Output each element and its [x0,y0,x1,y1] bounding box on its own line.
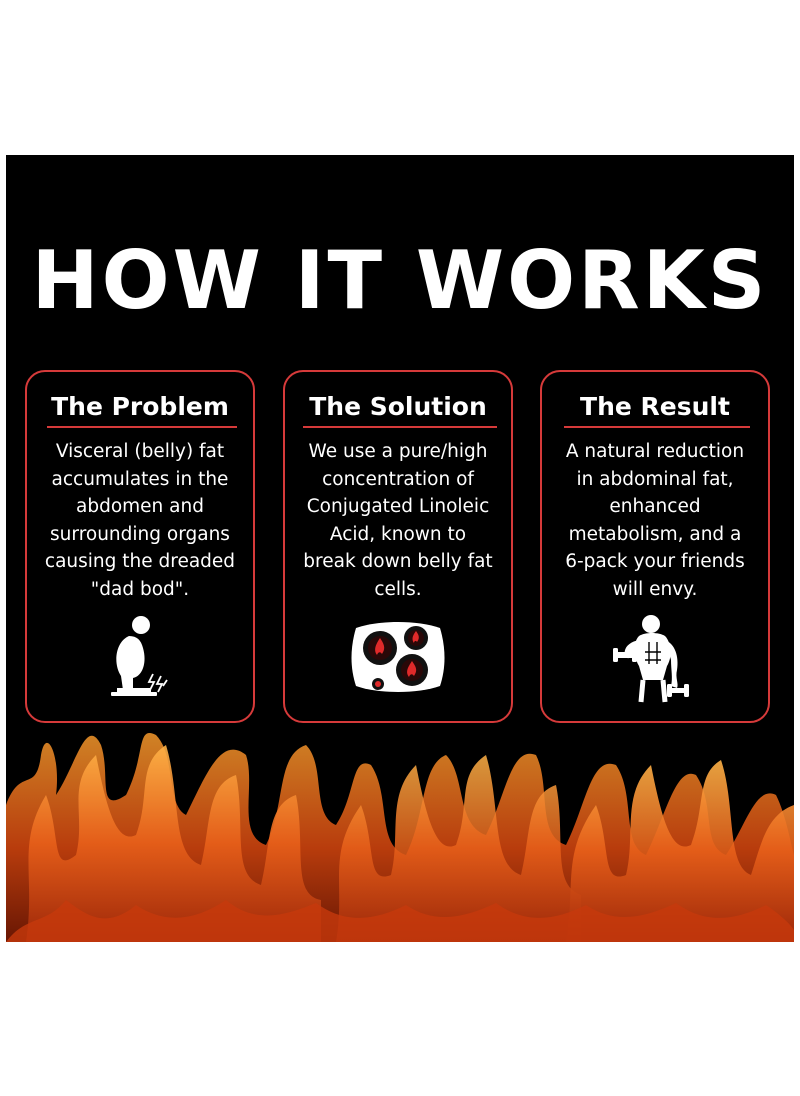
card-line: metabolism, and a [568,523,742,545]
card-description: A natural reduction in abdominal fat, en… [546,438,764,603]
overweight-man-on-scale-icon [27,612,253,704]
card-line: concentration of [322,468,474,490]
title-underline [564,426,750,428]
card-line: cells. [374,578,422,600]
title-underline [303,426,497,428]
card-line: "dad bod". [90,578,190,600]
card-line: in abdominal fat, [576,468,734,490]
problem-card: The Problem Visceral (belly) fat accumul… [25,370,255,723]
card-line: A natural reduction [565,441,745,462]
card-line: enhanced [609,496,701,517]
card-line: break down belly fat [303,551,493,572]
card-line: Conjugated Linoleic [306,496,490,517]
solution-card: The Solution We use a pure/high concentr… [283,370,513,723]
card-line: Acid, known to [329,523,467,545]
card-line: will envy. [612,578,698,600]
card-line: We use a pure/high [308,441,488,462]
card-line: surrounding organs [50,523,230,545]
title-underline [47,426,237,428]
card-title: The Result [580,392,730,421]
card-line: Visceral (belly) fat [55,441,225,462]
how-it-works-panel: HOW IT WORKS The Problem Visceral (belly… [6,155,794,942]
card-line: accumulates in the [51,468,229,490]
flames-background [6,733,794,942]
card-description: Visceral (belly) fat accumulates in the … [31,438,249,603]
card-line: abdomen and [76,496,204,517]
muscular-man-dumbbells-icon [542,612,768,704]
card-title: The Solution [309,392,487,421]
card-title: The Problem [51,392,229,421]
fat-burning-cells-icon [285,618,511,698]
page-title: HOW IT WORKS [31,234,769,327]
card-description: We use a pure/high concentration of Conj… [289,438,507,603]
card-line: 6-pack your friends [565,551,745,572]
result-card: The Result A natural reduction in abdomi… [540,370,770,723]
card-line: causing the dreaded [44,551,236,572]
